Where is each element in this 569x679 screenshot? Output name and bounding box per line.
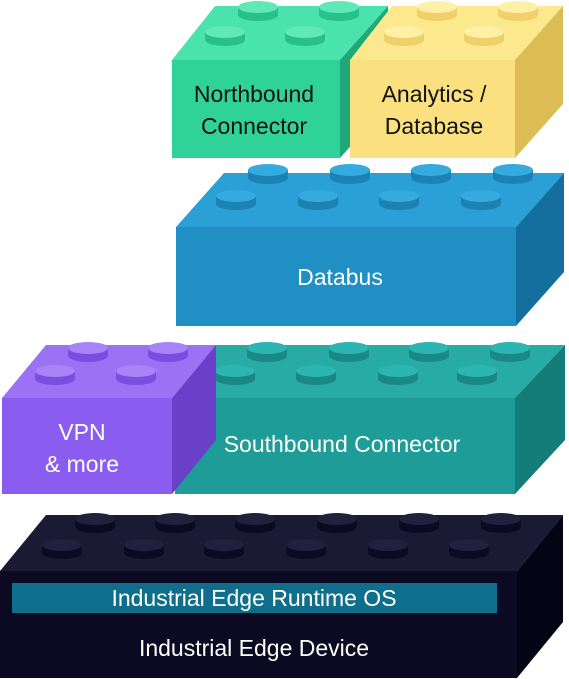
analytics-studs [384,1,538,46]
vpn-side-face [172,345,216,494]
analytics-side-face [515,6,563,158]
vpn-label-line2: & more [45,451,119,477]
block-analytics-database: Analytics / Database [350,1,563,158]
block-vpn: VPN & more [2,342,216,494]
databus-label: Databus [297,264,383,290]
runtime-os-band [12,583,497,613]
northbound-label-line2: Connector [201,113,307,139]
southbound-side-face [515,345,565,494]
northbound-studs [205,1,359,46]
southbound-studs [215,342,530,385]
vpn-studs [35,342,188,385]
northbound-label-line1: Northbound [194,81,314,107]
device-label: Industrial Edge Device [139,635,369,661]
southbound-label: Southbound Connector [224,431,461,457]
block-industrial-edge-device: Industrial Edge Runtime OS Industrial Ed… [0,513,563,678]
runtime-os-label: Industrial Edge Runtime OS [111,585,396,611]
block-databus: Databus [176,164,564,326]
vpn-front-face [2,398,172,494]
analytics-label-line1: Analytics / [382,81,487,107]
databus-front-face [176,227,516,326]
device-side-face [517,515,563,678]
device-studs [42,513,521,559]
northbound-front-face [172,60,340,158]
analytics-front-face [350,60,515,158]
block-southbound-connector: Southbound Connector [175,342,565,494]
databus-studs [216,164,533,210]
vpn-label-line1: VPN [58,419,105,445]
southbound-front-face [175,398,515,494]
databus-top-face [176,173,564,227]
analytics-label-line2: Database [385,113,483,139]
databus-side-face [516,173,564,326]
